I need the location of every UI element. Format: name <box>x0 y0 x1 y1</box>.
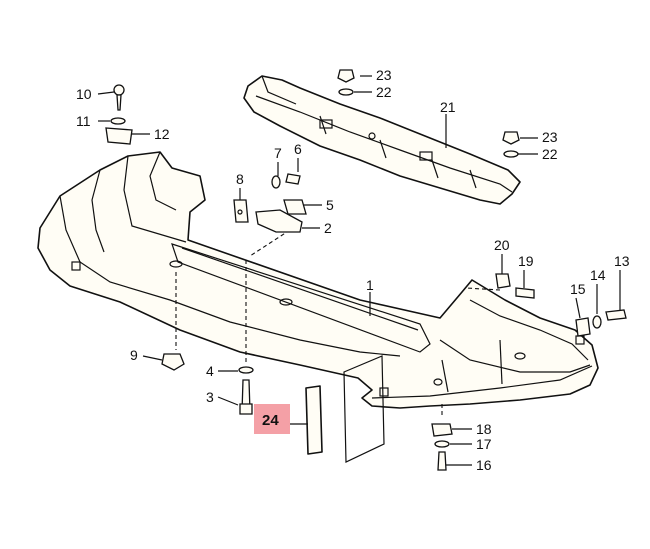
washer-22-right-icon <box>503 150 519 158</box>
callout-16: 16 <box>476 457 492 473</box>
callout-13: 13 <box>614 253 630 269</box>
callout-22-right: 22 <box>542 146 558 162</box>
spoiler-body <box>37 151 599 409</box>
screw-13-icon <box>605 309 627 321</box>
strip-part-24 <box>305 355 385 463</box>
callout-1: 1 <box>366 277 374 293</box>
callout-14: 14 <box>590 267 606 283</box>
callout-11: 11 <box>76 113 91 129</box>
bolt-19-icon <box>515 287 535 299</box>
callout-3: 3 <box>206 389 214 405</box>
callout-20: 20 <box>494 237 510 253</box>
washer-4-icon <box>238 366 254 374</box>
nut-9-icon <box>161 353 185 371</box>
crossmember <box>243 75 521 205</box>
screw-6-icon <box>285 173 301 185</box>
bracket-2-icon <box>255 209 303 233</box>
callout-6: 6 <box>294 141 302 157</box>
washer-14-icon <box>592 315 602 329</box>
callout-18: 18 <box>476 421 492 437</box>
leader-lines <box>97 75 621 466</box>
callout-5: 5 <box>326 197 334 213</box>
callout-4: 4 <box>206 363 214 379</box>
clip-8-icon <box>233 199 249 223</box>
callout-19: 19 <box>518 253 534 269</box>
callout-22-top: 22 <box>376 84 392 100</box>
highlight-box-24 <box>254 404 290 434</box>
callout-17: 17 <box>476 436 492 452</box>
callout-7: 7 <box>274 145 282 161</box>
callout-23-top: 23 <box>376 67 392 83</box>
nut-23-right-icon <box>502 131 520 145</box>
callout-15: 15 <box>570 281 586 297</box>
callout-2: 2 <box>324 220 332 236</box>
bracket-5-icon <box>283 199 307 215</box>
callout-21: 21 <box>440 99 456 115</box>
screw-3-icon <box>239 379 253 415</box>
washer-11-icon <box>110 117 126 125</box>
callout-8: 8 <box>236 171 244 187</box>
nut-23-top-icon <box>337 69 355 83</box>
washer-22-top-icon <box>338 88 354 96</box>
clip-12-icon <box>105 127 133 145</box>
callout-12: 12 <box>154 126 170 142</box>
clip-15-icon <box>575 317 591 337</box>
washer-20-icon <box>495 273 511 289</box>
callout-10: 10 <box>76 86 92 102</box>
nut-18-icon <box>431 423 453 437</box>
callout-24-highlight: 24 <box>262 412 279 429</box>
screw-16-icon <box>437 451 447 471</box>
callout-23-right: 23 <box>542 129 558 145</box>
callout-9: 9 <box>130 347 138 363</box>
washer-17-icon <box>434 440 450 448</box>
washer-7-icon <box>271 175 281 189</box>
screw-10-icon <box>113 84 125 111</box>
